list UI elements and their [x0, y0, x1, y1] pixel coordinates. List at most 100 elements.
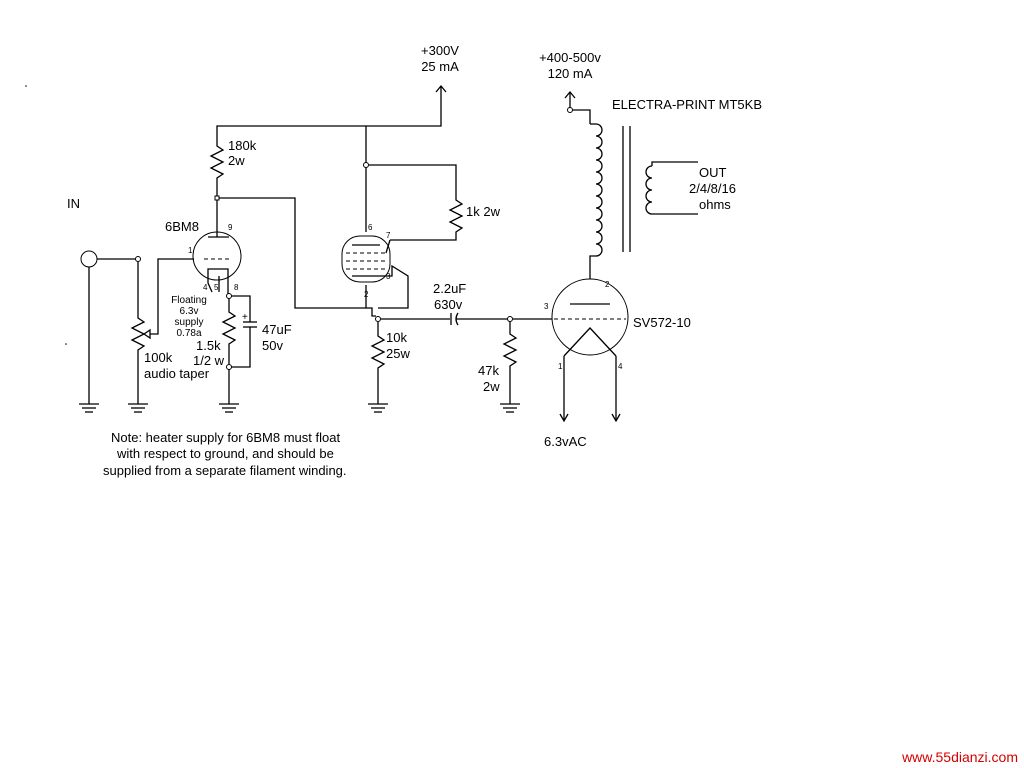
- primary-winding: [595, 123, 603, 257]
- pot-taper: audio taper: [144, 366, 210, 381]
- wiper-to-grid-wire: [150, 258, 194, 335]
- capacitor-plus-sign: +: [242, 312, 248, 323]
- output-ohms: 2/4/8/16: [689, 181, 736, 196]
- supply-300v-current: 25 mA: [421, 59, 459, 74]
- heater-note-3: supply: [175, 317, 204, 328]
- grid-bridge-wire: [366, 307, 376, 317]
- note-line-2: with respect to ground, and should be: [116, 446, 334, 461]
- supply-hv-wire: [569, 92, 591, 124]
- supply-300v: +300V 25 mA: [216, 43, 459, 165]
- heater-note: Floating 6.3v supply 0.78a: [171, 295, 207, 339]
- secondary-top-lead: [651, 161, 698, 166]
- resistor-47k-power: 2w: [483, 379, 500, 394]
- resistor-47k-symbol: [502, 322, 518, 404]
- grid-resistor: 47k 2w: [478, 316, 552, 413]
- pin-triode-k4: 4: [203, 283, 208, 292]
- input-label: IN: [67, 196, 80, 211]
- junction-plate: [214, 195, 220, 201]
- potentiometer-100k-symbol: [130, 262, 146, 404]
- pin-triode-k8: 8: [234, 283, 239, 292]
- pin-out-plate: 2: [605, 280, 610, 289]
- capacitor-47uf-value: 47uF: [262, 322, 292, 337]
- output-tube-label: SV572-10: [633, 315, 691, 330]
- junction-cathode-load: [375, 316, 381, 322]
- tube-sv572: SV572-10 2 3 1 4 6.3vAC: [544, 278, 691, 449]
- resistor-180k-power: 2w: [228, 153, 245, 168]
- pin-out-fil-1: 1: [558, 362, 563, 371]
- heater-note-4: 0.78a: [176, 328, 201, 339]
- filament-label: 6.3vAC: [544, 434, 587, 449]
- junction-cathode-ground: [226, 364, 232, 370]
- output-transformer: +400-500v 120 mA ELECTRA-PRINT MT5KB OUT…: [539, 50, 762, 279]
- cathode-load: 10k 25w: [368, 316, 410, 413]
- pin-triode-grid: 1: [188, 246, 193, 255]
- resistor-1k5-power: 1/2 w: [193, 353, 225, 368]
- pin-triode-k5: 5: [214, 283, 219, 292]
- junction-cathode: [226, 293, 232, 299]
- pin-triode-plate: 9: [228, 223, 233, 232]
- wiper-arrow-icon: [143, 328, 151, 340]
- pin-out-fil-4: 4: [618, 362, 623, 371]
- tube-6bm8-label: 6BM8: [165, 219, 199, 234]
- supply-300v-label: +300V: [421, 43, 459, 58]
- triode-cathode: [207, 268, 229, 281]
- junction-rail: [363, 162, 369, 168]
- primary-bottom-wire: [589, 255, 596, 279]
- output-tube-envelope: [551, 278, 629, 356]
- resistor-1k-symbol: [390, 196, 464, 241]
- junction-hv: [567, 107, 573, 113]
- output-ohms-unit: ohms: [699, 197, 731, 212]
- heater-footnote: Note: heater supply for 6BM8 must float …: [103, 430, 347, 478]
- junction-input: [135, 256, 141, 262]
- triode-to-pentode-grid-wire: [219, 197, 367, 309]
- pentode-cathode-wire: [378, 264, 409, 309]
- pentode-screen-wire: [385, 239, 391, 254]
- note-line-3: supplied from a separate filament windin…: [103, 463, 347, 478]
- screen-resistor-top-wire: [369, 164, 457, 196]
- capacitor-47uf-voltage: 50v: [262, 338, 283, 353]
- heater-note-2: 6.3v: [180, 306, 199, 317]
- transformer-label: ELECTRA-PRINT MT5KB: [612, 97, 762, 112]
- tube-6bm8-pentode: 1k 2w 6 7 3 2: [219, 162, 501, 317]
- pot-value: 100k: [144, 350, 173, 365]
- heater-note-1: Floating: [171, 295, 207, 306]
- resistor-1k-label: 1k 2w: [466, 204, 501, 219]
- resistor-47k-value: 47k: [478, 363, 499, 378]
- pin-out-grid: 3: [544, 302, 549, 311]
- resistor-1k5-value: 1.5k: [196, 338, 221, 353]
- resistor-180k: 180k 2w: [209, 138, 257, 198]
- supply-hv-label: +400-500v: [539, 50, 601, 65]
- note-line-1: Note: heater supply for 6BM8 must float: [111, 430, 340, 445]
- coupling-capacitor: 2.2uF 630v: [381, 281, 508, 326]
- triode-envelope: [192, 231, 242, 281]
- cap-bottom-wire: [231, 327, 251, 368]
- output-tube-filament: [563, 327, 617, 357]
- resistor-1k5-symbol: [221, 298, 237, 364]
- junction-grid: [507, 316, 513, 322]
- stray-dot: [65, 343, 67, 345]
- pin-pentode-plate: 6: [368, 223, 373, 232]
- cathode-network: + 1.5k 1/2 w 47uF 50v: [193, 281, 292, 413]
- input-jack-icon: [80, 250, 98, 268]
- supply-rail-wire: [216, 86, 442, 142]
- tube-6bm8-triode: 6BM8 9 1 4 5 8: [165, 195, 242, 293]
- resistor-180k-value: 180k: [228, 138, 257, 153]
- capacitor-2u2-value: 2.2uF: [433, 281, 466, 296]
- cap-top-wire: [231, 295, 251, 322]
- filament-arrow-left-icon: [559, 413, 569, 423]
- output-label: OUT: [699, 165, 727, 180]
- filament-arrow-right-icon: [611, 413, 621, 423]
- heater-wire-left: [207, 274, 213, 293]
- capacitor-2u2-voltage: 630v: [434, 297, 463, 312]
- pin-pentode-screen: 7: [386, 231, 391, 240]
- resistor-10k-power: 25w: [386, 346, 410, 361]
- resistor-10k-symbol: [370, 322, 386, 404]
- watermark: www.55dianzi.com: [901, 749, 1018, 765]
- stray-dot: [25, 85, 27, 87]
- pentode-envelope: [341, 235, 391, 283]
- supply-hv-current: 120 mA: [548, 66, 593, 81]
- secondary-winding: [645, 165, 653, 215]
- input-section: IN 100k audio taper: [67, 196, 210, 413]
- resistor-180k-symbol: [209, 142, 225, 198]
